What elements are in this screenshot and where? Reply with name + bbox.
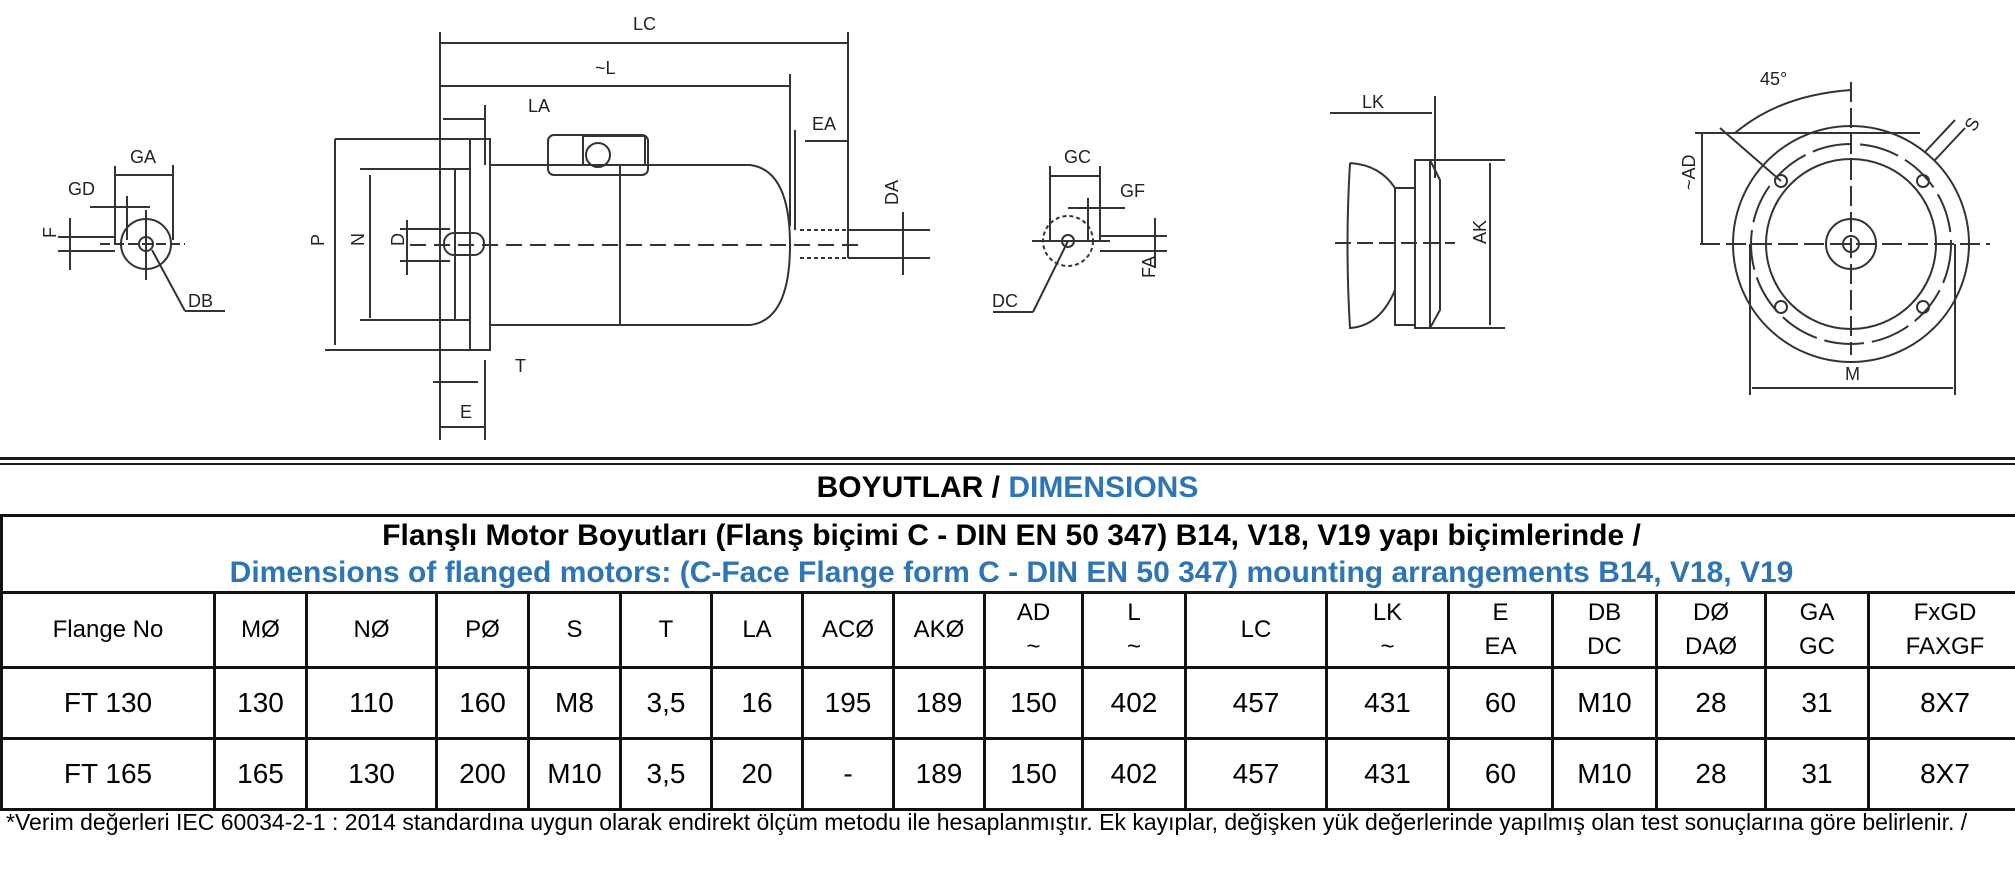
- label-gc: GC: [1064, 147, 1091, 167]
- label-gf: GF: [1120, 181, 1145, 201]
- cell: 28: [1655, 666, 1767, 740]
- cell: 31: [1764, 737, 1870, 811]
- cell: 8X7: [1866, 666, 2015, 740]
- label-ga: GA: [130, 147, 156, 167]
- cell: 110: [305, 666, 438, 740]
- label-p: P: [308, 234, 328, 246]
- table-row: FT 130 130 110 160 M8 3,5 16 195 189 150…: [0, 666, 2015, 740]
- cell: 150: [983, 666, 1084, 740]
- cell: 3,5: [619, 737, 713, 811]
- cell: 189: [892, 666, 986, 740]
- label-f: F: [40, 227, 60, 238]
- cell: 20: [710, 737, 804, 811]
- cell: 60: [1447, 666, 1554, 740]
- col-header: ACØ: [801, 591, 895, 669]
- table-row: FT 165 165 130 200 M10 3,5 20 - 189 150 …: [0, 737, 2015, 811]
- table-header-row: Flange No MØ NØ PØ S T LA ACØ AKØ AD~ L~…: [0, 591, 2015, 669]
- col-header: MØ: [213, 591, 308, 669]
- label-s: S: [1960, 114, 1983, 134]
- label-m: M: [1845, 364, 1860, 384]
- label-dc: DC: [992, 291, 1018, 311]
- cell: 165: [213, 737, 308, 811]
- label-d: D: [388, 233, 408, 246]
- col-header: L~: [1081, 591, 1187, 669]
- cell: M10: [527, 737, 622, 811]
- subtitle-en: Dimensions of flanged motors: (C-Face Fl…: [0, 555, 2015, 594]
- cell: 31: [1764, 666, 1870, 740]
- col-header: T: [619, 591, 713, 669]
- label-lk: LK: [1362, 92, 1384, 112]
- cell: M10: [1551, 666, 1658, 740]
- footnote: *Verim değerleri IEC 60034-2-1 : 2014 st…: [6, 809, 1968, 835]
- label-ea: EA: [812, 114, 836, 134]
- label-ad: ~AD: [1679, 154, 1699, 190]
- shaft-end-view-drawing: GA GD F DB: [40, 147, 225, 312]
- cell: 28: [1655, 737, 1767, 811]
- cell: -: [801, 737, 895, 811]
- col-header: AD~: [983, 591, 1084, 669]
- label-lc: LC: [633, 14, 656, 34]
- brake-view-drawing: LK AK: [1330, 92, 1505, 330]
- separator-line-bottom: [0, 463, 2015, 465]
- cell: 431: [1325, 737, 1450, 811]
- label-n: N: [348, 233, 368, 246]
- cell: 3,5: [619, 666, 713, 740]
- cell: 457: [1184, 737, 1328, 811]
- label-l: ~L: [595, 58, 616, 78]
- label-da: DA: [882, 180, 902, 205]
- cell: 195: [801, 666, 895, 740]
- col-header: PØ: [435, 591, 530, 669]
- separator-line-top: [0, 457, 2015, 460]
- cell: 160: [435, 666, 530, 740]
- cell: 431: [1325, 666, 1450, 740]
- dimensions-table: Flanşlı Motor Boyutları (Flanş biçimi C …: [0, 514, 2015, 811]
- col-header: AKØ: [892, 591, 986, 669]
- label-t: T: [515, 356, 526, 376]
- col-header: S: [527, 591, 622, 669]
- col-header: LC: [1184, 591, 1328, 669]
- cell: 130: [213, 666, 308, 740]
- side-view-drawing: LC ~L LA EA DA P N D T E: [308, 14, 930, 440]
- cell: M8: [527, 666, 622, 740]
- cell: 16: [710, 666, 804, 740]
- cell: FT 165: [0, 737, 216, 811]
- cell: 457: [1184, 666, 1328, 740]
- title-en: DIMENSIONS: [1008, 471, 1199, 504]
- cell: 60: [1447, 737, 1554, 811]
- section-title: BOYUTLAR / DIMENSIONS: [0, 468, 2015, 514]
- cell: 189: [892, 737, 986, 811]
- title-tr: BOYUTLAR /: [816, 471, 1009, 504]
- cell: M10: [1551, 737, 1658, 811]
- subtitle-tr: Flanşlı Motor Boyutları (Flanş biçimi C …: [0, 514, 2015, 555]
- col-header: LA: [710, 591, 804, 669]
- label-45-degrees: 45°: [1760, 69, 1787, 89]
- label-e: E: [460, 402, 472, 422]
- cell: 200: [435, 737, 530, 811]
- label-la: LA: [528, 96, 550, 116]
- label-ak: AK: [1470, 220, 1490, 244]
- second-shaft-view-drawing: GC GF DC FA: [992, 147, 1167, 313]
- label-gd: GD: [68, 179, 95, 199]
- col-header: LK~: [1325, 591, 1450, 669]
- cell: FT 130: [0, 666, 216, 740]
- col-header: NØ: [305, 591, 438, 669]
- cell: 150: [983, 737, 1084, 811]
- cell: 8X7: [1866, 737, 2015, 811]
- technical-drawings: GA GD F DB: [40, 14, 1990, 440]
- front-view-drawing: 45° ~AD S M: [1679, 69, 1990, 395]
- label-fa: FA: [1139, 256, 1159, 278]
- label-db: DB: [188, 291, 213, 311]
- cell: 130: [305, 737, 438, 811]
- col-header: Flange No: [0, 591, 216, 669]
- cell: 402: [1081, 737, 1187, 811]
- cell: 402: [1081, 666, 1187, 740]
